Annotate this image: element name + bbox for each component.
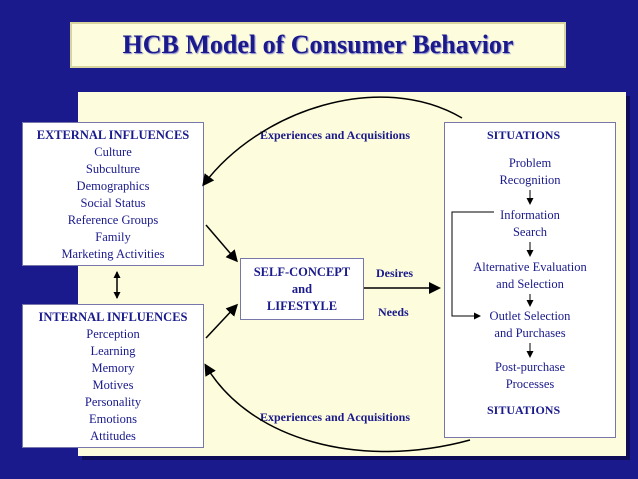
step-line: Search — [512, 225, 547, 239]
internal-to-self-arrow — [205, 303, 239, 339]
external-influences-heading: EXTERNAL INFLUENCES — [36, 128, 190, 142]
internal-item: Motives — [92, 378, 134, 392]
external-item: Marketing Activities — [61, 247, 165, 261]
step-line: Information — [500, 208, 560, 222]
situation-step: Alternative Evaluation and Selection — [455, 259, 605, 293]
self-concept-line: SELF-CONCEPT — [253, 265, 351, 279]
experiences-label-top: Experiences and Acquisitions — [260, 128, 411, 142]
self-concept-line: LIFESTYLE — [266, 299, 338, 313]
step-line: Problem — [508, 156, 552, 170]
step-line: Outlet Selection — [489, 309, 571, 323]
step-line: Alternative Evaluation — [473, 260, 587, 274]
situation-step: Post-purchase Processes — [455, 359, 605, 393]
situation-step: Information Search — [455, 207, 605, 241]
external-item: Reference Groups — [67, 213, 159, 227]
external-item: Subculture — [85, 162, 141, 176]
internal-item: Emotions — [89, 412, 137, 426]
desires-label: Desires — [376, 266, 414, 280]
self-concept-box: SELF-CONCEPT and LIFESTYLE — [240, 258, 364, 320]
search-to-outlet-bracket — [451, 211, 494, 320]
step-line: Post-purchase — [494, 360, 566, 374]
situations-box — [444, 122, 616, 438]
external-item: Culture — [94, 145, 132, 159]
internal-influences-heading: INTERNAL INFLUENCES — [38, 310, 188, 324]
step-line: and Purchases — [494, 326, 566, 340]
feedback-arrow-bottom — [204, 363, 471, 453]
external-item: Social Status — [80, 196, 146, 210]
step-line: Recognition — [499, 173, 561, 187]
internal-item: Memory — [91, 361, 135, 375]
external-influences-box: EXTERNAL INFLUENCES Culture Subculture D… — [22, 122, 204, 266]
needs-label: Needs — [378, 305, 409, 319]
experiences-label-bottom: Experiences and Acquisitions — [260, 410, 411, 424]
diagram-title: HCB Model of Consumer Behavior — [122, 30, 514, 59]
external-to-self-arrow — [205, 224, 238, 263]
title-box: HCB Model of Consumer Behavior — [70, 22, 566, 68]
situations-heading-top: SITUATIONS — [487, 128, 561, 142]
situations-heading-bottom: SITUATIONS — [487, 403, 561, 417]
internal-item: Attitudes — [90, 429, 136, 443]
external-item: Demographics — [76, 179, 150, 193]
internal-item: Learning — [90, 344, 136, 358]
situation-step: Outlet Selection and Purchases — [455, 308, 605, 342]
feedback-arrow-top — [202, 96, 463, 187]
internal-item: Personality — [84, 395, 142, 409]
step-line: and Selection — [496, 277, 564, 291]
external-item: Family — [95, 230, 131, 244]
step-line: Processes — [505, 377, 555, 391]
internal-influences-box: INTERNAL INFLUENCES Perception Learning … — [22, 304, 204, 448]
situation-step: Problem Recognition — [455, 155, 605, 189]
self-concept-line: and — [291, 282, 313, 296]
internal-item: Perception — [86, 327, 140, 341]
